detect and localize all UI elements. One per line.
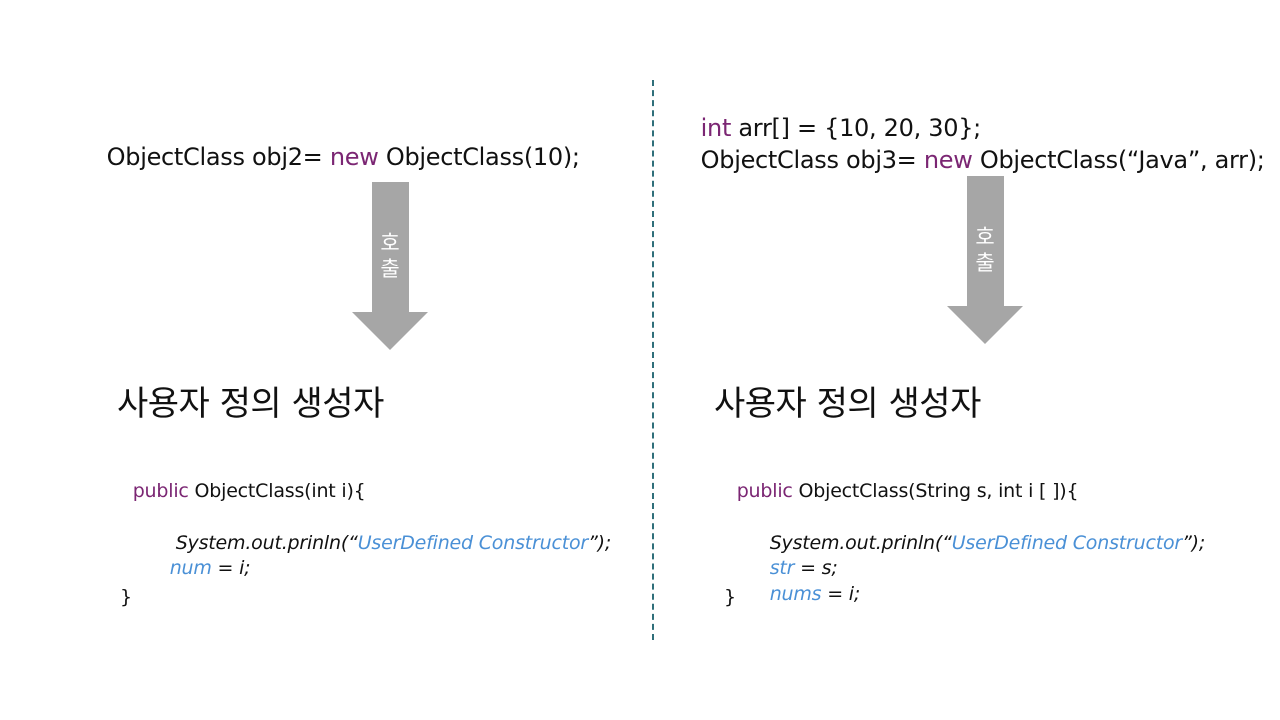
left-assign-var: num: [169, 557, 212, 579]
right-arrow-label-1: 호: [975, 225, 995, 249]
left-close-brace: }: [120, 586, 132, 608]
left-signature: public ObjectClass(int i){: [121, 458, 366, 502]
left-assign-line: num = i;: [158, 535, 251, 579]
right-assign-nums-line: nums = i;: [758, 561, 861, 605]
right-assign-str-line: str = s;: [758, 535, 838, 579]
left-call-new-keyword: new: [329, 143, 379, 171]
right-assign-str-var: str: [769, 557, 795, 579]
right-arrow-label-2: 출: [975, 251, 995, 275]
right-assign-nums-var: nums: [769, 583, 822, 605]
left-heading: 사용자 정의 생성자: [117, 384, 384, 424]
right-print-line: System.out.prinln(“UserDefined Construct…: [758, 510, 1206, 554]
right-signature: public ObjectClass(String s, int i [ ]){: [725, 458, 1079, 502]
right-array-decl: arr[] = {10, 20, 30};: [731, 114, 981, 142]
right-call-line: ObjectClass obj3= new ObjectClass(“Java”…: [686, 118, 1265, 174]
left-print-suffix: ”);: [588, 532, 612, 554]
right-print-string: UserDefined Constructor: [951, 532, 1183, 554]
left-signature-rest: ObjectClass(int i){: [188, 480, 366, 502]
left-print-line: System.out.prinln(“UserDefined Construct…: [164, 510, 612, 554]
right-array-line: int arr[] = {10, 20, 30};: [686, 86, 982, 142]
left-print-string: UserDefined Constructor: [357, 532, 589, 554]
left-public-keyword: public: [132, 480, 189, 502]
right-call-arrow: 호 출: [947, 176, 1023, 344]
left-call-arrow: 호 출: [352, 182, 428, 350]
left-call-line: ObjectClass obj2= new ObjectClass(10);: [92, 115, 580, 171]
right-call-new-keyword: new: [923, 146, 973, 174]
left-print-prefix: System.out.prinln(“: [175, 532, 358, 554]
left-arrow-label-2: 출: [380, 257, 400, 281]
left-call-constructor: ObjectClass(10);: [378, 143, 580, 171]
right-int-keyword: int: [700, 114, 732, 142]
right-print-suffix: ”);: [1182, 532, 1206, 554]
left-call-object: ObjectClass obj2=: [106, 143, 330, 171]
right-signature-rest: ObjectClass(String s, int i [ ]){: [792, 480, 1079, 502]
left-arrow-label-1: 호: [380, 231, 400, 255]
right-print-prefix: System.out.prinln(“: [769, 532, 952, 554]
right-assign-str-rest: = s;: [794, 557, 838, 579]
left-assign-rest: = i;: [211, 557, 251, 579]
right-assign-nums-rest: = i;: [821, 583, 861, 605]
right-close-brace: }: [724, 586, 736, 608]
right-public-keyword: public: [736, 480, 793, 502]
right-call-object: ObjectClass obj3=: [700, 146, 924, 174]
right-call-constructor: ObjectClass(“Java”, arr);: [972, 146, 1265, 174]
vertical-divider: [652, 80, 654, 640]
right-heading: 사용자 정의 생성자: [714, 384, 981, 424]
